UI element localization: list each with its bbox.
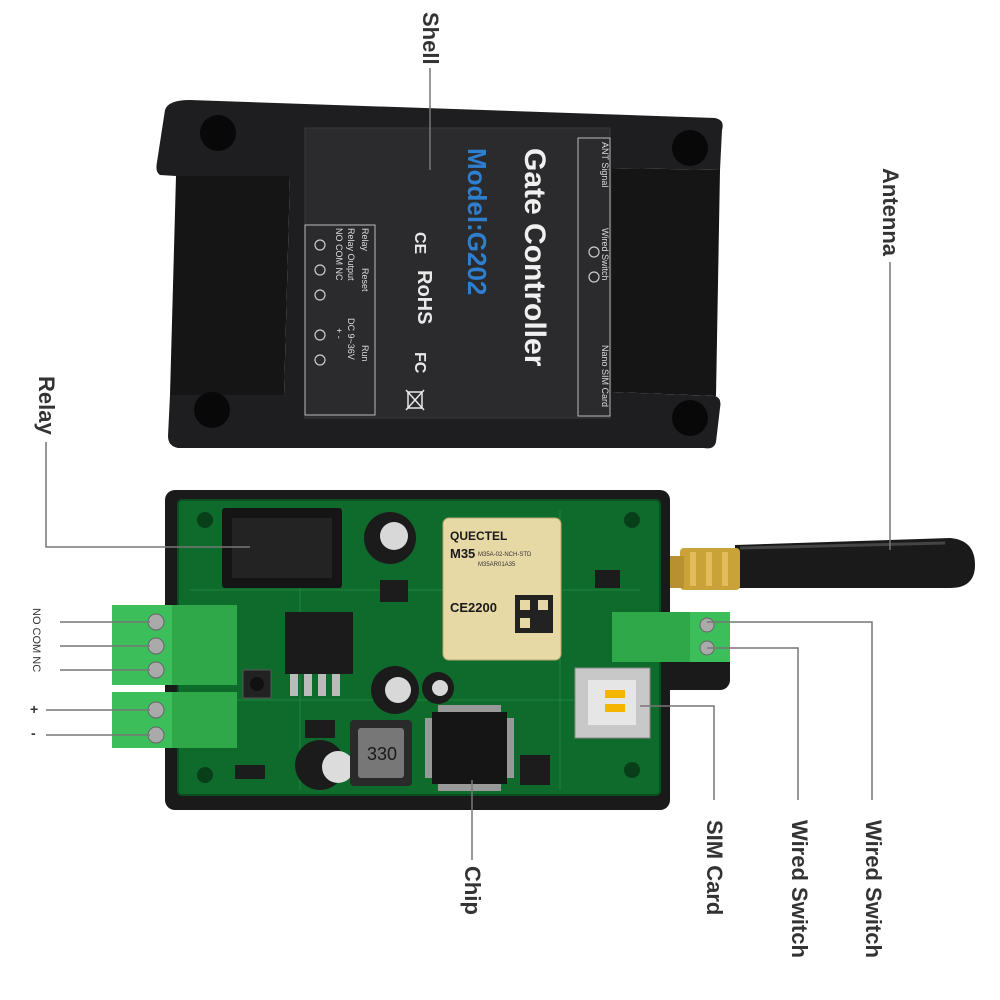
- module-ce-mark: CE2200: [450, 600, 497, 615]
- antenna: [636, 538, 975, 590]
- inductor: 330: [350, 720, 412, 786]
- regulator: [285, 612, 353, 696]
- shell-ant-signal: ANT Signal: [600, 142, 610, 187]
- module-code1: M35A-02-NCH-STD: [478, 552, 532, 558]
- plus-pin-label: +: [30, 701, 39, 717]
- relay-terminal-block: [112, 605, 237, 685]
- minus-pin-label: -: [31, 725, 36, 741]
- shell-reset: Reset: [360, 268, 370, 292]
- shell-model: Model:G202: [462, 148, 492, 295]
- relay-pin-labels: NO COM NC: [30, 608, 42, 673]
- leader-lines: [45, 68, 891, 860]
- module-brand: QUECTEL: [450, 529, 507, 543]
- callout-chip: Chip: [460, 866, 485, 915]
- callout-shell: Shell: [418, 12, 443, 65]
- callout-relay: Relay: [34, 376, 59, 435]
- callout-wired-switch-2: Wired Switch: [861, 820, 886, 958]
- callout-sim-card: SIM Card: [702, 820, 727, 916]
- shell-plus-minus: + -: [334, 328, 344, 339]
- inductor-label: 330: [367, 744, 397, 764]
- module-code2: M35AR01A35: [478, 562, 516, 568]
- shell-nano-sim: Nano SIM Card: [600, 345, 610, 407]
- power-terminal-block: [112, 692, 237, 748]
- shell-fc-mark: FC: [411, 352, 428, 374]
- shell-label-plate: [304, 127, 611, 419]
- shell-relay: Relay: [360, 228, 370, 252]
- capacitor: [422, 672, 454, 704]
- shell-rohs-mark: RoHS: [413, 270, 435, 324]
- shell-title: Gate Controller: [518, 148, 551, 367]
- shell-wired-switch: Wired Switch: [600, 228, 610, 281]
- shell-hole: [200, 115, 236, 151]
- mcu-chip: [425, 705, 514, 791]
- shell-dc-input: DC 9~36V: [346, 318, 356, 360]
- shell-hole: [672, 130, 708, 166]
- wired-switch-terminal-block: [612, 612, 730, 662]
- capacitor: [364, 512, 416, 564]
- callout-antenna: Antenna: [878, 168, 903, 256]
- sim-card-slot: [574, 667, 651, 739]
- module-model: M35: [450, 546, 475, 561]
- relay-component: [222, 508, 342, 588]
- gsm-module: QUECTEL M35 M35A-02-NCH-STD M35AR01A35 C…: [442, 517, 562, 661]
- shell-no-com-nc: NO COM NC: [334, 228, 344, 281]
- shell-hole: [194, 392, 230, 428]
- shell-run: Run: [360, 345, 370, 362]
- shell-enclosure: [156, 100, 723, 449]
- capacitor: [295, 740, 354, 790]
- capacitor: [371, 666, 419, 714]
- weee-icon: [405, 389, 425, 411]
- shell-relay-output: Relay Output: [346, 228, 356, 281]
- shell-ce-mark: CE: [411, 232, 428, 255]
- callout-wired-switch-1: Wired Switch: [787, 820, 812, 958]
- shell-hole: [672, 400, 708, 436]
